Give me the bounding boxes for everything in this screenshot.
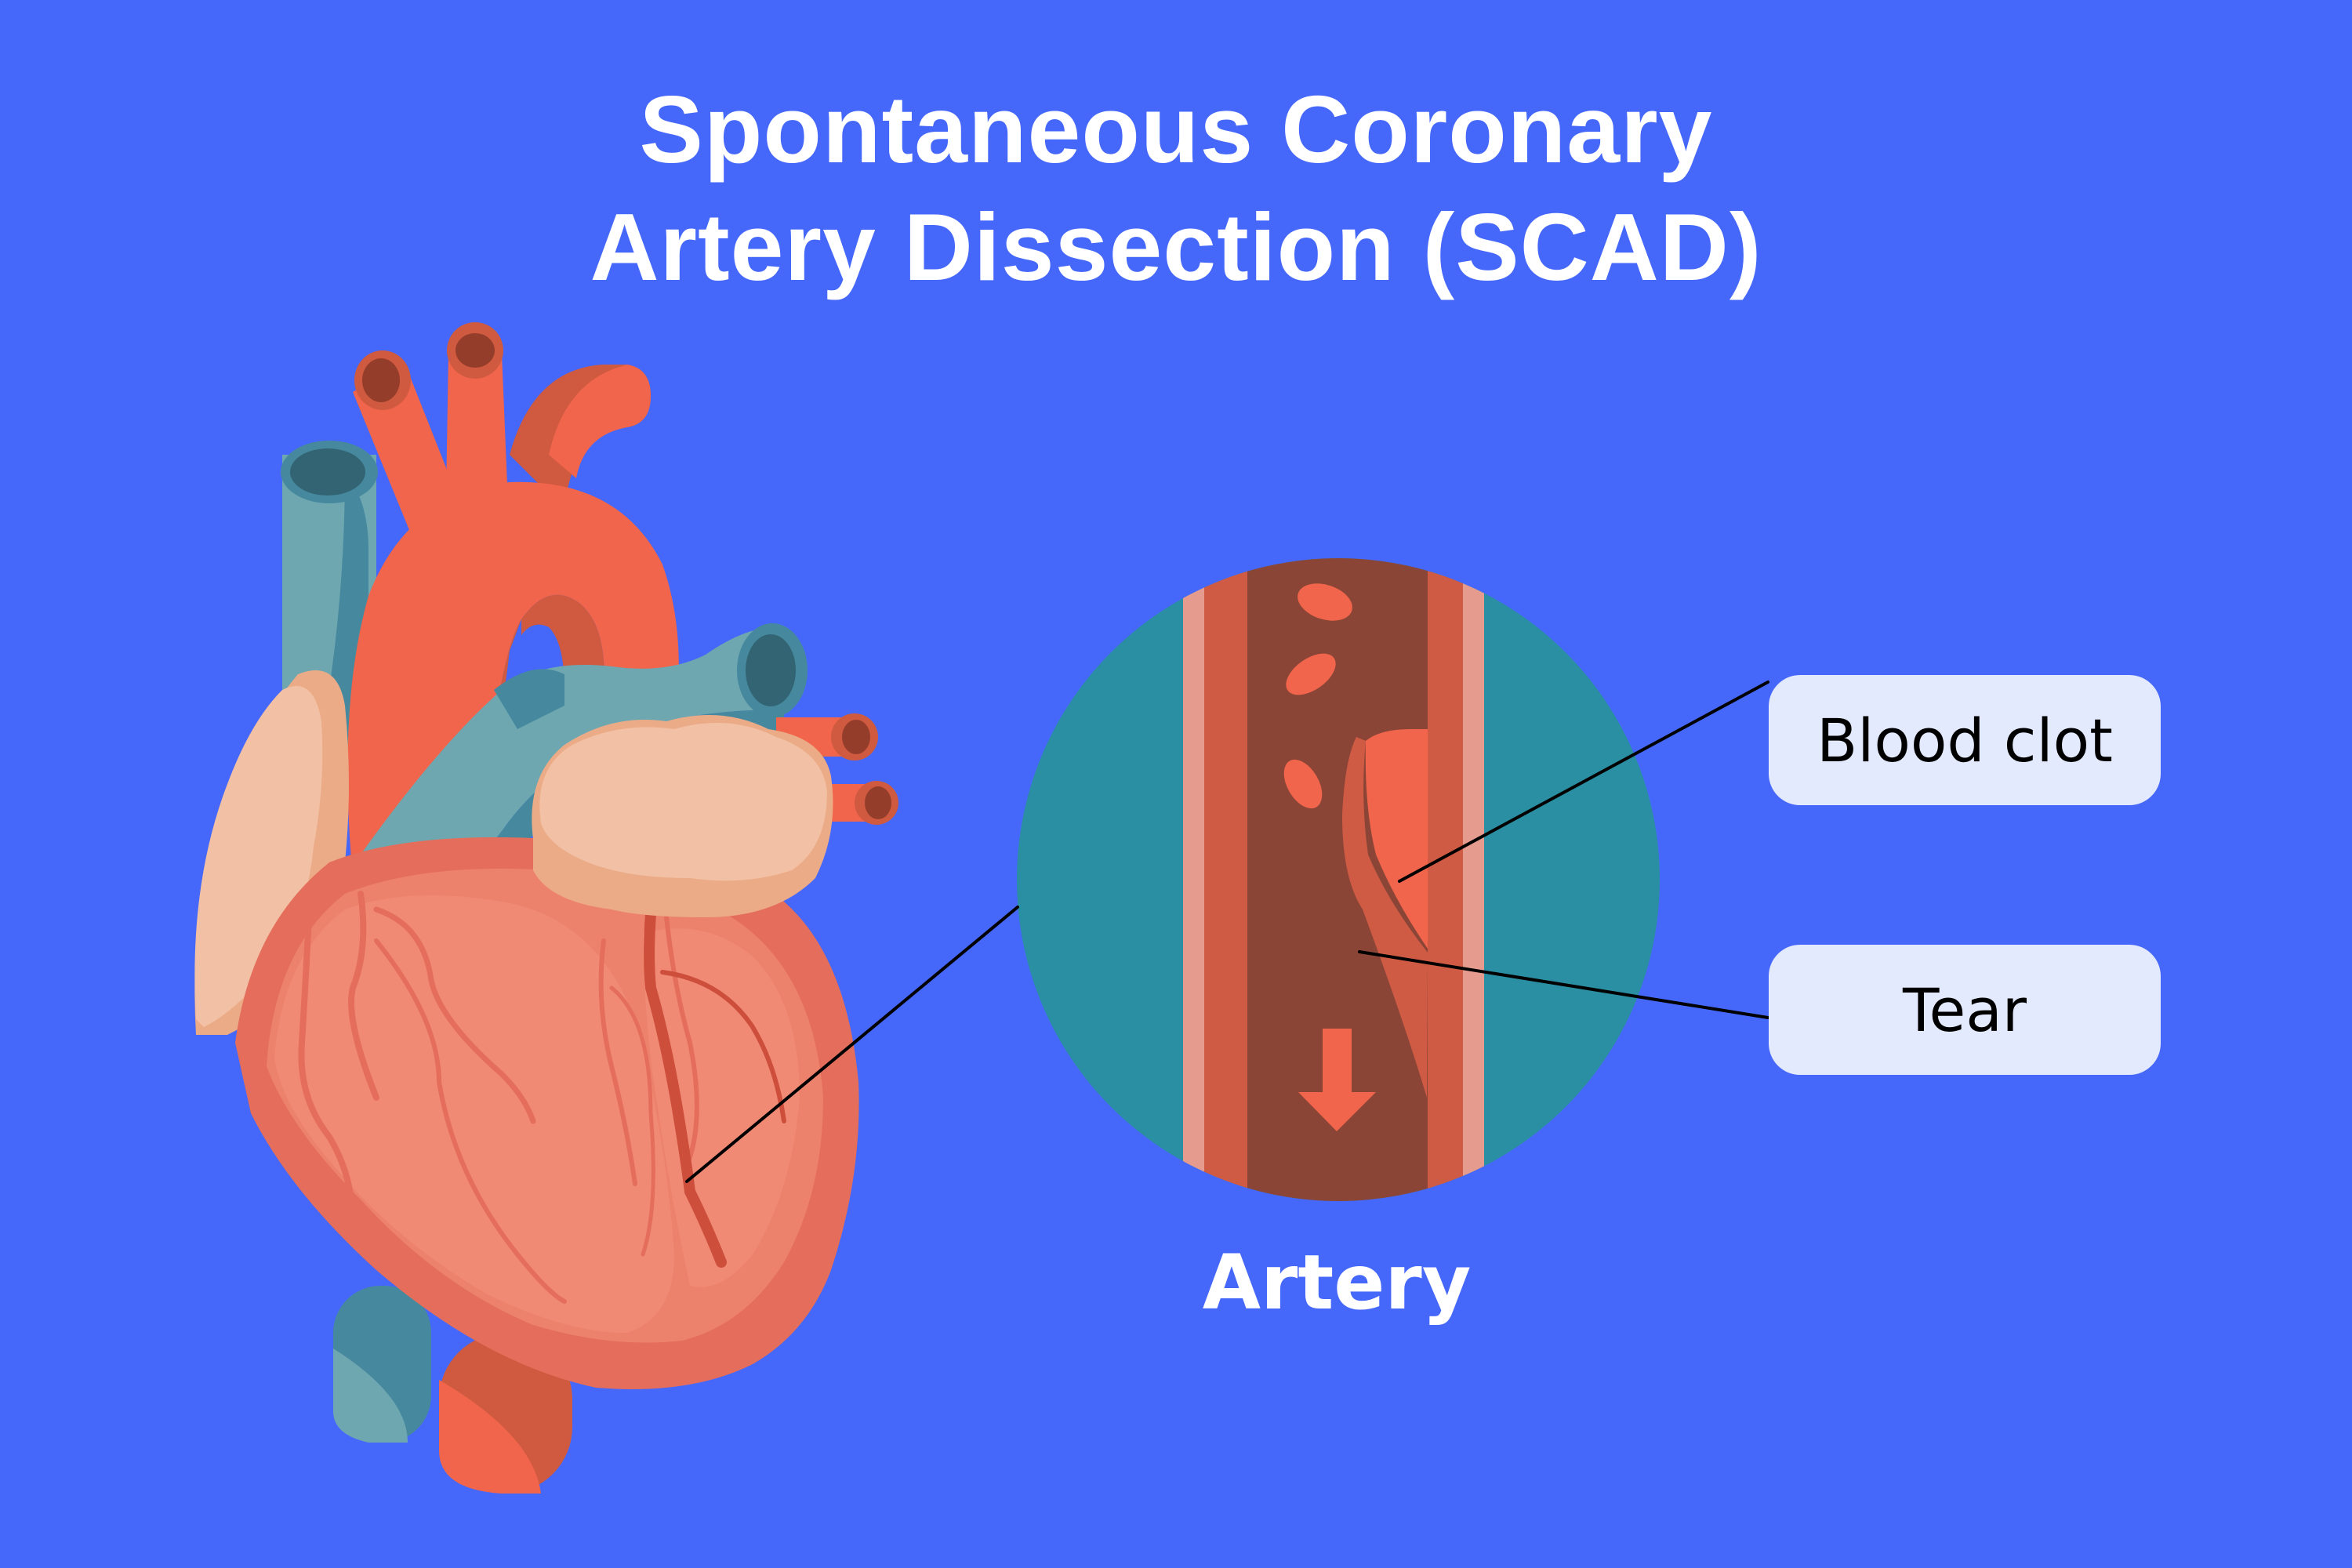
leader-lines [685,681,1769,1183]
tear-flap [1342,737,1428,1098]
page-title: Spontaneous Coronary Artery Dissection (… [0,71,2352,306]
coronary-vessels [298,891,699,1304]
artery-inner-wall-right [1428,558,1463,1201]
blood-clot-label-text: Blood clot [1817,705,2113,775]
title-line-2: Artery Dissection (SCAD) [590,194,1762,300]
tear-label: Tear [1769,945,2161,1075]
artery-cross-section-icon [1017,558,1660,1201]
leader-line-heart-to-artery [685,906,1019,1183]
blood-cell [1283,759,1323,809]
artery-outer-wall-right [1463,558,1484,1201]
artery-inner-wall-left [1204,558,1247,1201]
heart-illustration-icon [194,322,898,1494]
left-atrium-fat [532,715,833,917]
artery-caption: Artery [1202,1239,1472,1327]
ventricles [235,837,859,1389]
blood-clot-shape [1365,729,1428,949]
blood-cell [1286,653,1336,695]
artery-outer-wall-left [1183,558,1204,1201]
blood-cell [1298,583,1352,621]
leader-line-blood-clot [1398,681,1769,883]
tear-label-text: Tear [1902,975,2027,1045]
arrow-down-icon [1298,1029,1376,1131]
blood-clot-label: Blood clot [1769,675,2161,805]
leader-line-tear [1358,950,1769,1019]
aortic-branches [353,322,651,564]
left-anterior-descending-artery [644,880,786,1268]
title-line-1: Spontaneous Coronary [639,76,1713,183]
inferior-vessels [333,1286,572,1494]
